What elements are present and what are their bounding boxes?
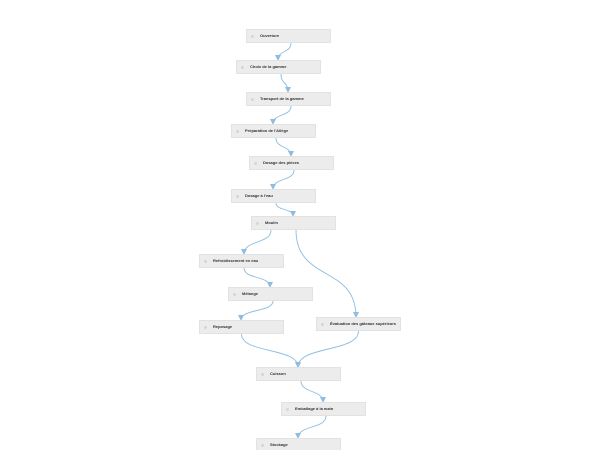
node-label: Choix de la gamme [250, 64, 287, 69]
node-label: Transport de la gamme [260, 96, 304, 101]
edge-n9-to-n10 [238, 300, 274, 321]
node-label: Mélange [242, 291, 259, 296]
edge-n3-to-n4 [270, 105, 292, 125]
edge-n7-to-n11 [295, 229, 359, 318]
node-label: Emballage à la main [295, 406, 334, 411]
node-bullet-icon [286, 408, 289, 411]
node-stockage[interactable]: Stockage [256, 438, 341, 450]
node-bullet-icon [236, 195, 239, 198]
node-label: Ouverture [260, 33, 280, 38]
edge-n11-to-n12 [295, 330, 359, 368]
node-choix-gamme[interactable]: Choix de la gamme [236, 60, 321, 74]
node-bullet-icon [261, 444, 264, 447]
node-bullet-icon [261, 373, 264, 376]
node-preparation-allege[interactable]: Préparation de l'Allège [231, 124, 316, 138]
node-cuisson[interactable]: Cuisson [256, 367, 341, 381]
node-moulin[interactable]: Moulin [251, 216, 336, 230]
node-melange[interactable]: Mélange [228, 287, 313, 301]
node-bullet-icon [321, 323, 324, 326]
node-label: Reposage [213, 324, 233, 329]
node-label: Refroidissement en eau [213, 258, 259, 263]
node-bullet-icon [256, 222, 259, 225]
edge-n1-to-n2 [275, 42, 292, 61]
edge-n10-to-n12 [241, 333, 301, 368]
node-label: Dosage des pièces [263, 160, 300, 165]
node-evaluation-gateaux[interactable]: Évaluation des gâteaux supérieurs [316, 317, 401, 331]
node-bullet-icon [251, 35, 254, 38]
edge-n6-to-n7 [275, 202, 296, 217]
node-reposage[interactable]: Reposage [199, 320, 284, 334]
node-bullet-icon [204, 260, 207, 263]
node-label: Cuisson [270, 371, 286, 376]
node-bullet-icon [204, 326, 207, 329]
edge-n5-to-n6 [270, 169, 295, 190]
node-bullet-icon [241, 66, 244, 69]
node-label: Stockage [270, 442, 288, 447]
node-emballage-main[interactable]: Emballage à la main [281, 402, 366, 416]
node-label: Préparation de l'Allège [245, 128, 289, 133]
edge-n13-to-n14 [295, 415, 327, 439]
edge-n2-to-n3 [280, 73, 291, 93]
edge-n7-to-n8 [241, 229, 272, 255]
node-label: Dosage à l'eau [245, 193, 273, 198]
edge-n12-to-n13 [300, 380, 326, 403]
node-bullet-icon [236, 130, 239, 133]
node-dosage-eau[interactable]: Dosage à l'eau [231, 189, 316, 203]
node-dosage-pieces[interactable]: Dosage des pièces [249, 156, 334, 170]
node-label: Évaluation des gâteaux supérieurs [330, 321, 397, 326]
node-ouverture[interactable]: Ouverture [246, 29, 331, 43]
node-bullet-icon [251, 98, 254, 101]
edge-n8-to-n9 [243, 267, 273, 288]
node-bullet-icon [233, 293, 236, 296]
node-bullet-icon [254, 162, 257, 165]
edge-n4-to-n5 [275, 137, 294, 157]
node-transport-gamme[interactable]: Transport de la gamme [246, 92, 331, 106]
node-refroidissement[interactable]: Refroidissement en eau [199, 254, 284, 268]
node-label: Moulin [265, 220, 278, 225]
